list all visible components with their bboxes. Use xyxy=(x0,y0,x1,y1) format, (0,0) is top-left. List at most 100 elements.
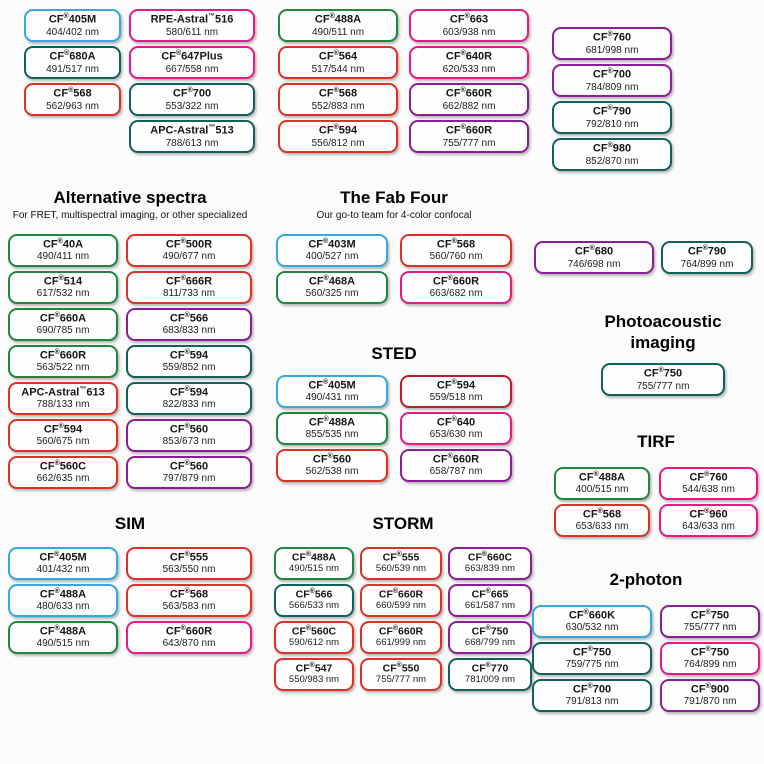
dye-wavelengths: 788/613 nm xyxy=(165,137,219,149)
dye-wavelengths: 683/833 nm xyxy=(162,325,216,337)
dye-name: CF®700 xyxy=(592,67,632,81)
dye-wavelengths: 630/532 nm xyxy=(565,622,619,634)
dye-wavelengths: 490/515 nm xyxy=(36,638,90,650)
dye-name: CF®594 xyxy=(318,123,358,137)
section-alternative-spectra: Alternative spectra For FRET, multispect… xyxy=(8,188,252,489)
dye-wavelengths: 811/733 nm xyxy=(162,288,216,300)
dye-name: CF®700 xyxy=(572,682,612,696)
dye-wavelengths: 653/630 nm xyxy=(429,429,483,441)
dye-wavelengths: 755/777 nm xyxy=(375,674,427,686)
dye-wavelengths: 400/515 nm xyxy=(575,484,629,496)
dye-wavelengths: 590/612 nm xyxy=(288,637,340,649)
dye-wavelengths: 755/777 nm xyxy=(683,622,737,634)
section-title-line2: imaging xyxy=(630,332,696,352)
dye-name: CF®547 xyxy=(295,662,333,675)
dye-wavelengths: 764/899 nm xyxy=(683,659,737,671)
dye-name: CF®660R xyxy=(432,274,480,288)
dye-wavelengths: 562/538 nm xyxy=(305,466,359,478)
dye-name: CF®750 xyxy=(471,625,509,638)
dye-wavelengths: 661/587 nm xyxy=(464,600,516,612)
dye-wavelengths: 755/777 nm xyxy=(636,381,690,393)
dye-wavelengths: 560/760 nm xyxy=(429,251,483,263)
dye-name: CF®750 xyxy=(690,608,730,622)
dye-name: CF®568 xyxy=(169,587,209,601)
dye-name: CF®665 xyxy=(471,588,509,601)
dye-name: CF®560C xyxy=(39,459,87,473)
dye-wavelengths: 781/009 nm xyxy=(464,674,516,686)
section-subtitle: Our go-to team for 4-color confocal xyxy=(276,209,512,222)
dye-wavelengths: 400/527 nm xyxy=(305,251,359,263)
dye-name: CF®760 xyxy=(592,30,632,44)
section-title: TIRF xyxy=(637,432,675,451)
dye-wavelengths: 620/533 nm xyxy=(442,63,496,75)
dye-name: CF®488A xyxy=(39,624,87,638)
dye-wavelengths: 544/638 nm xyxy=(682,484,735,496)
section-subtitle: For FRET, multispectral imaging, or othe… xyxy=(8,209,252,222)
dye-name: CF®560 xyxy=(169,459,209,473)
section-title: Alternative spectra xyxy=(53,188,207,207)
dye-wavelengths: 759/775 nm xyxy=(565,659,619,671)
dye-name: CF®660C xyxy=(467,551,513,564)
dye-name: CF®660R xyxy=(378,588,424,601)
dye-name: CF®560C xyxy=(291,625,337,638)
dye-wavelengths: 580/611 nm xyxy=(165,26,219,38)
dye-wavelengths: 491/517 nm xyxy=(46,63,99,75)
dye-name: CF®550 xyxy=(382,662,420,675)
dye-wavelengths: 855/535 nm xyxy=(305,429,359,441)
dye-name: CF®403M xyxy=(308,237,356,251)
dye-name: CF®568 xyxy=(436,237,476,251)
dye-name: CF®960 xyxy=(689,507,728,521)
dye-wavelengths: 559/518 nm xyxy=(429,392,483,404)
dye-wavelengths: 559/852 nm xyxy=(162,362,216,374)
dye-wavelengths: 792/810 nm xyxy=(585,118,639,130)
dye-name: CF®488A xyxy=(314,12,362,26)
dye-name: CF®750 xyxy=(690,645,730,659)
dye-wavelengths: 490/515 nm xyxy=(288,563,340,575)
dye-name: CF®663 xyxy=(449,12,489,26)
dye-name: CF®790 xyxy=(592,104,632,118)
dye-name: CF®660R xyxy=(39,348,87,362)
dye-wavelengths: 490/677 nm xyxy=(162,251,216,263)
dye-name: CF®594 xyxy=(169,385,209,399)
dye-wavelengths: 560/325 nm xyxy=(305,288,359,300)
dye-wavelengths: 490/511 nm xyxy=(311,26,365,38)
dye-wavelengths: 658/787 nm xyxy=(429,466,483,478)
dye-name: CF®660K xyxy=(568,608,616,622)
dye-name: CF®700 xyxy=(172,86,212,100)
